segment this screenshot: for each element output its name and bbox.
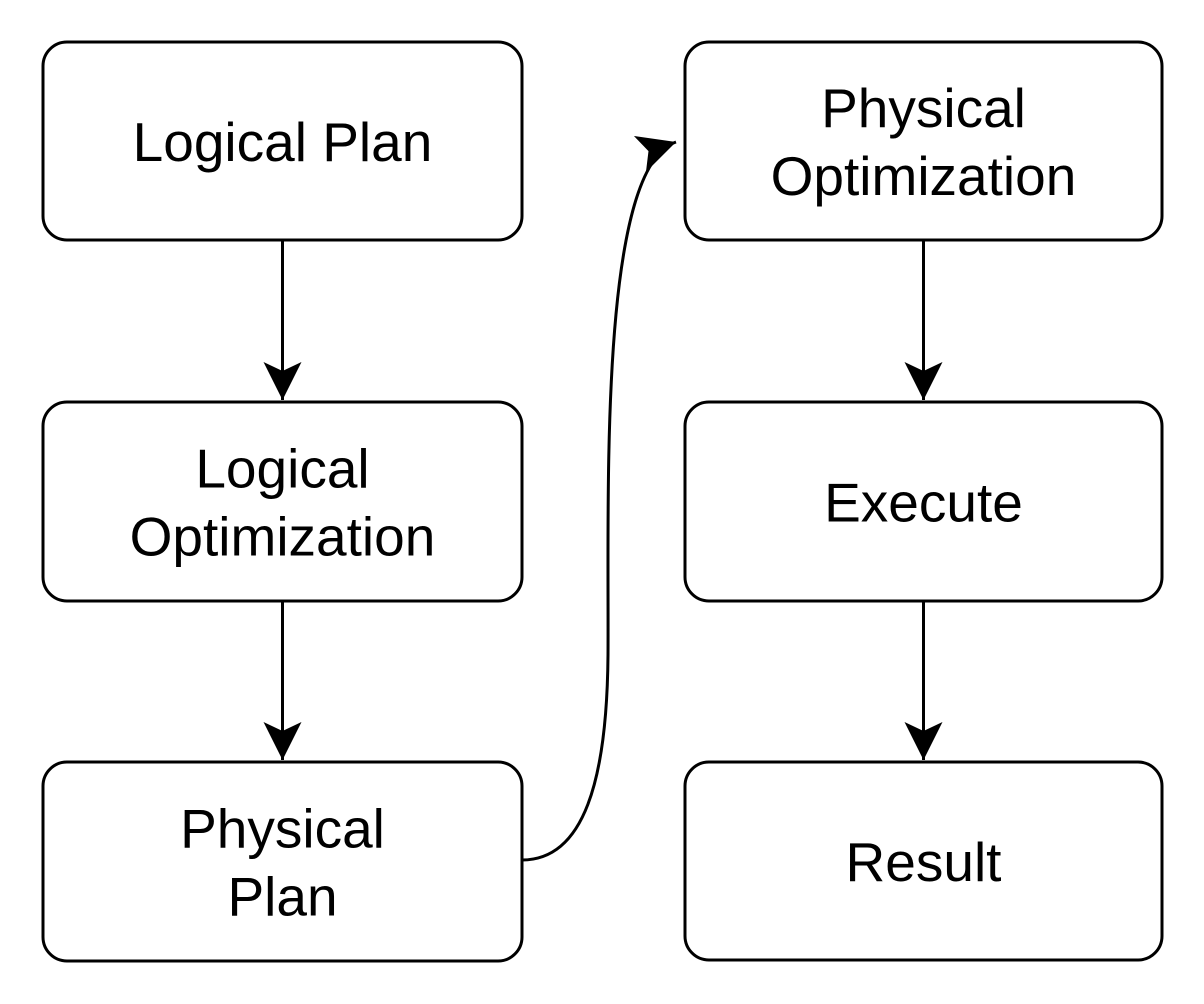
node-physical-plan: Physical Plan: [41, 760, 524, 963]
node-physical-plan-label-line1: Physical: [180, 798, 385, 860]
node-logical-plan: Logical Plan: [41, 40, 524, 242]
node-physical-plan-box: [41, 760, 524, 963]
edge-physical-plan-to-physical-optimization: [521, 136, 677, 862]
node-logical-optimization-label-line2: Optimization: [130, 506, 436, 568]
node-execute: Execute: [683, 400, 1164, 603]
node-logical-plan-label: Logical Plan: [133, 111, 433, 173]
node-physical-optimization: Physical Optimization: [683, 40, 1164, 242]
node-result-box: [683, 760, 1164, 962]
node-result: Result: [683, 760, 1164, 962]
node-logical-optimization: Logical Optimization: [41, 400, 524, 603]
node-logical-plan-box: [41, 40, 524, 242]
node-result-label: Result: [846, 831, 1002, 893]
node-logical-optimization-box: [41, 400, 524, 603]
node-logical-optimization-label-line1: Logical: [195, 438, 369, 500]
node-physical-optimization-box: [683, 40, 1164, 242]
node-physical-optimization-label-line1: Physical: [821, 77, 1026, 139]
node-physical-optimization-label-line2: Optimization: [771, 145, 1077, 207]
node-physical-plan-label-line2: Plan: [227, 866, 337, 928]
node-execute-box: [683, 400, 1164, 603]
node-execute-label: Execute: [824, 472, 1023, 534]
